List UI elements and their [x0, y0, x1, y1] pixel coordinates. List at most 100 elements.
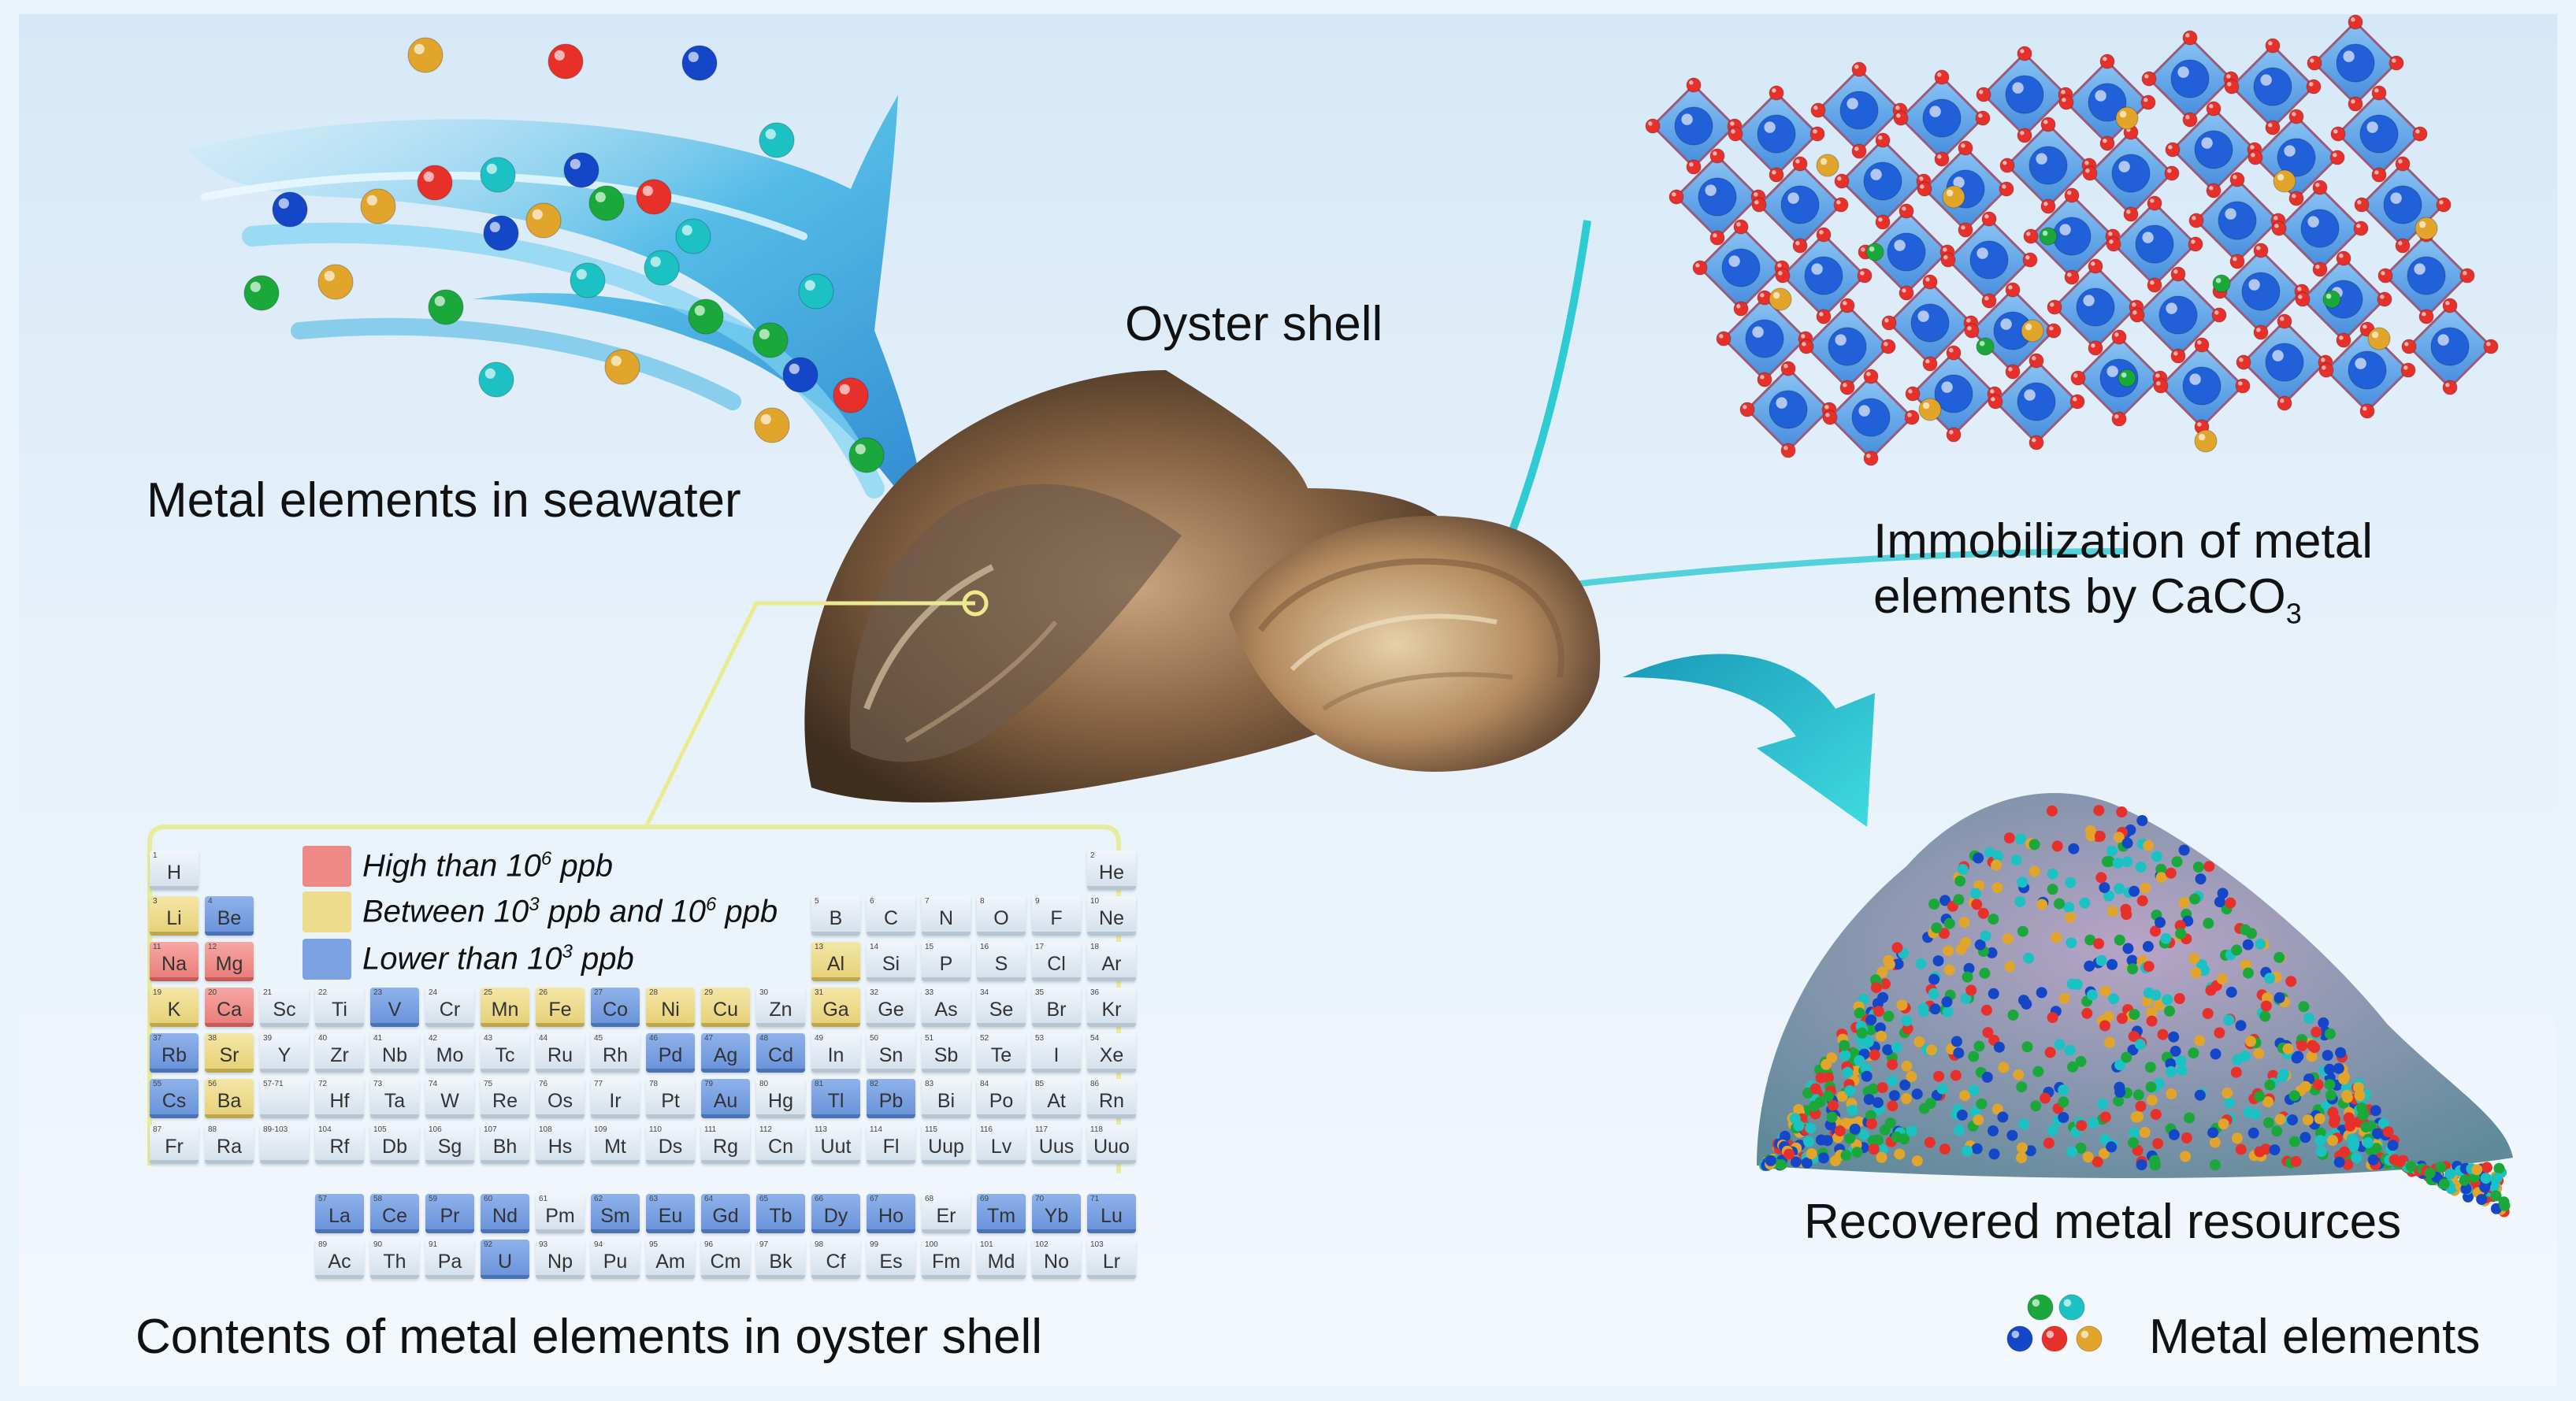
- ball-highlight: [2026, 232, 2031, 236]
- element-symbol: Ho: [878, 1205, 904, 1227]
- ball-highlight: [1937, 154, 1942, 159]
- ball-highlight: [1869, 246, 1875, 252]
- calcium-atom: [2029, 146, 2068, 185]
- pile-bead: [1849, 1123, 1861, 1135]
- pile-bead: [2389, 1154, 2400, 1166]
- element-number: 118: [1090, 1125, 1103, 1134]
- oxygen-atom: [2306, 79, 2322, 95]
- pile-bead: [2088, 1117, 2099, 1129]
- pile-bead: [2176, 1065, 2188, 1077]
- element-symbol: Yb: [1044, 1205, 1069, 1227]
- pile-bead: [2150, 1109, 2162, 1121]
- pile-bead: [2192, 862, 2204, 873]
- pile-bead: [2476, 1194, 2488, 1206]
- element-number: 93: [539, 1240, 548, 1249]
- ball-highlight: [434, 295, 445, 306]
- pile-bead: [1872, 998, 1884, 1010]
- ball-highlight: [1860, 271, 1865, 276]
- pile-bead: [2327, 1106, 2339, 1118]
- element-symbol: He: [1099, 862, 1124, 884]
- ball-highlight: [1760, 375, 1765, 380]
- element-number: 74: [429, 1080, 438, 1088]
- ball-highlight: [532, 209, 543, 220]
- ball-highlight: [1937, 72, 1942, 77]
- pile-bead: [2157, 1029, 2169, 1040]
- element-symbol: Sb: [934, 1044, 959, 1066]
- element-number: 82: [870, 1080, 879, 1088]
- oxygen-atom: [2336, 250, 2351, 266]
- pile-bead: [1965, 984, 1977, 996]
- element-symbol: S: [994, 953, 1008, 975]
- metal-ball: [681, 45, 718, 81]
- pile-bead: [2164, 1005, 2175, 1017]
- pile-bead: [2218, 1118, 2229, 1130]
- element-symbol: Y: [277, 1044, 291, 1066]
- element-number: 9: [1035, 897, 1040, 906]
- pile-bead: [2006, 1129, 2018, 1141]
- pile-bead: [1847, 1104, 1858, 1116]
- element-number: 83: [925, 1080, 934, 1088]
- pile-bead: [1957, 864, 1969, 875]
- element-symbol: Bi: [937, 1090, 956, 1112]
- legend-lower: Lower than 103 ppb: [303, 939, 634, 980]
- element-symbol: Ca: [217, 999, 242, 1021]
- pile-bead: [1956, 1109, 1968, 1121]
- ball-highlight: [1854, 146, 1859, 151]
- label-seawater: Metal elements in seawater: [147, 473, 741, 528]
- element-symbol: Cf: [826, 1251, 846, 1273]
- ball-highlight: [1929, 106, 1941, 117]
- pile-bead: [2344, 1120, 2356, 1132]
- element-number: 65: [759, 1195, 769, 1203]
- pile-bead: [2075, 1055, 2087, 1067]
- pile-bead: [1826, 1111, 1838, 1123]
- pile-bead: [2015, 833, 2026, 845]
- ball-highlight: [2119, 110, 2127, 118]
- pile-bead: [1856, 1027, 1868, 1039]
- oxygen-atom: [2182, 30, 2198, 46]
- oxygen-atom: [1863, 450, 1879, 466]
- pile-bead: [2099, 882, 2110, 894]
- element-number: 78: [649, 1080, 659, 1088]
- ball-highlight: [2366, 121, 2378, 133]
- element-symbol: No: [1044, 1251, 1069, 1273]
- pile-bead: [2324, 1079, 2336, 1091]
- ball-highlight: [2418, 221, 2426, 228]
- pile-bead: [1925, 1098, 1936, 1109]
- ball-highlight: [2445, 383, 2450, 387]
- pile-bead: [2490, 1203, 2502, 1214]
- ball-highlight: [1984, 296, 1989, 301]
- oxygen-atom: [2070, 370, 2086, 386]
- pile-bead: [2333, 1062, 2344, 1074]
- ball-highlight: [1801, 334, 1806, 339]
- oxygen-atom: [2040, 117, 2056, 132]
- element-symbol: Fe: [548, 999, 572, 1021]
- element-symbol: Po: [989, 1090, 1014, 1112]
- oxygen-atom: [2395, 156, 2411, 172]
- ball-highlight: [2049, 326, 2054, 331]
- element-symbol: Sc: [273, 999, 296, 1021]
- element-symbol: Mo: [436, 1044, 464, 1066]
- metal-ball: [798, 273, 834, 309]
- element-symbol: Be: [217, 907, 242, 929]
- oxygen-atom: [1769, 167, 1784, 183]
- element-number: 68: [925, 1195, 934, 1203]
- ball-highlight: [1847, 98, 1858, 109]
- element-symbol: F: [1050, 907, 1063, 929]
- pile-bead: [2377, 1117, 2389, 1129]
- ball-highlight: [1908, 389, 1913, 394]
- pile-bead: [2291, 1052, 2303, 1064]
- pile-bead: [1867, 1135, 1879, 1147]
- pile-bead: [2357, 1110, 2369, 1121]
